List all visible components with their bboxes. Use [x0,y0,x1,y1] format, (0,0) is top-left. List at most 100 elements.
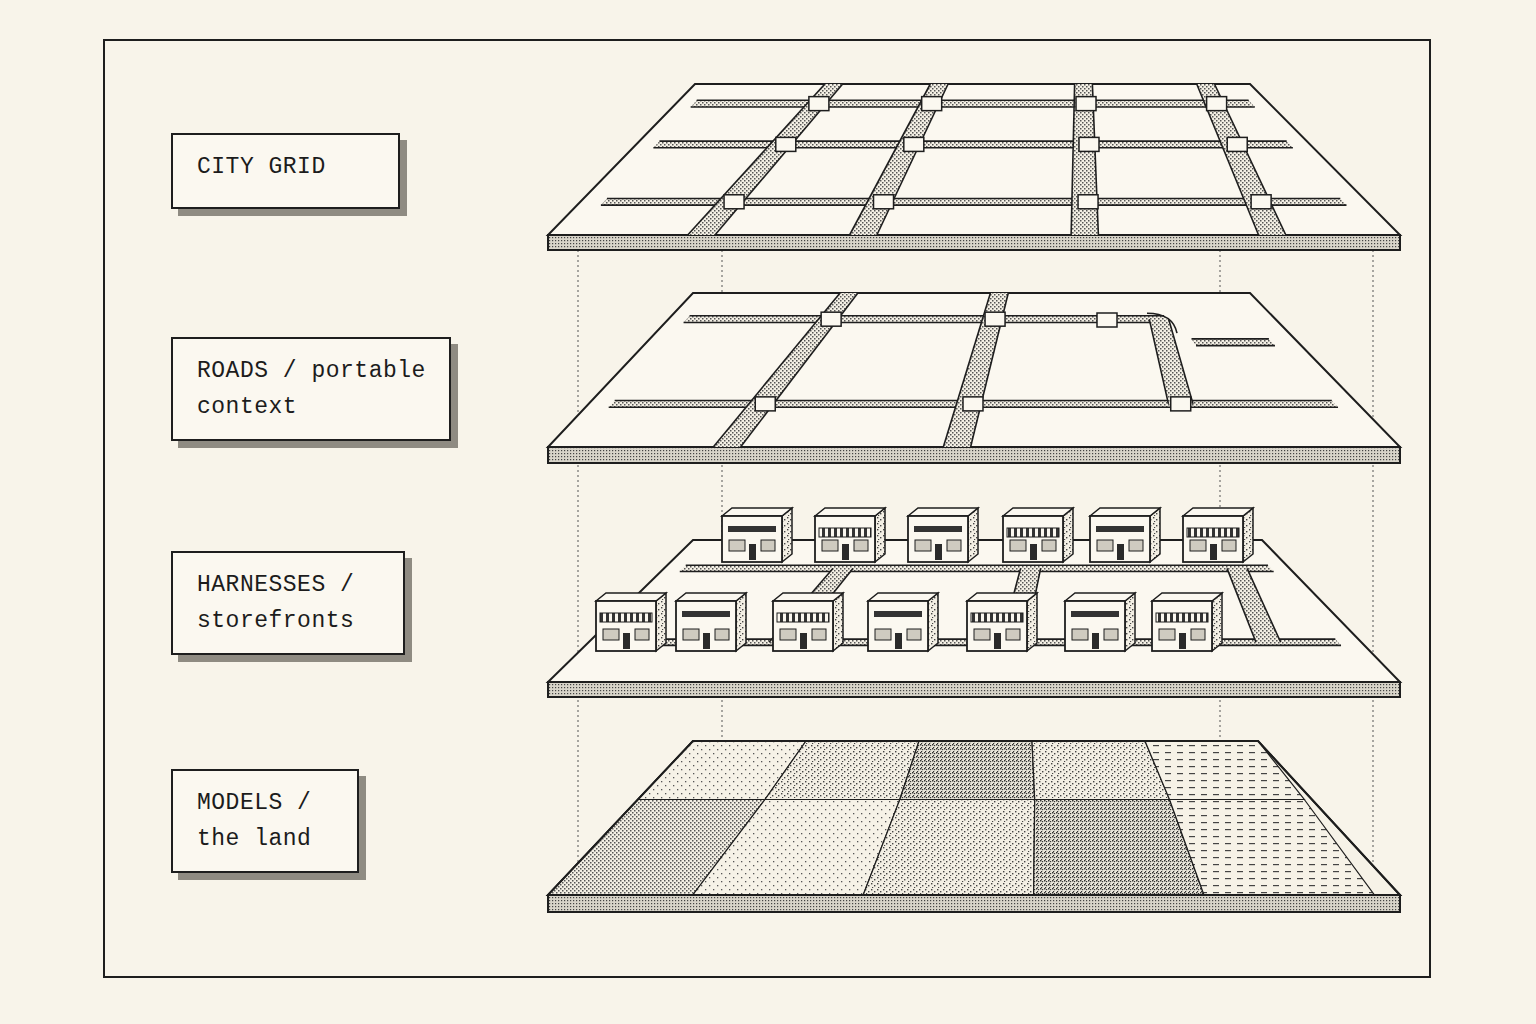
storefront-roof [596,593,666,601]
storefront-front [1090,516,1150,562]
window [1042,540,1056,551]
storefront-front [815,516,875,562]
road-junction [874,195,894,209]
plate-top [548,293,1400,447]
layer-label: MODELS / the land [197,785,339,857]
storefront-front [967,601,1027,651]
road [943,293,1008,447]
road [713,293,858,447]
window [1190,540,1206,551]
door [1092,633,1099,649]
awning [1156,613,1208,622]
road-edge [607,198,1340,200]
storefront-side [833,593,843,651]
storefront-side [1243,508,1253,562]
label-box: ROADS / portable context [171,337,451,441]
road [684,316,1169,323]
layer-label: ROADS / portable context [197,353,431,425]
door [1117,544,1124,560]
road-edge [659,140,1286,142]
storefront [773,593,843,651]
outer-frame [104,40,1430,977]
storefront-roof [1090,508,1160,516]
road [1149,319,1193,404]
label-box: HARNESSES / storefronts [171,551,405,655]
window [715,629,729,640]
layer-label: HARNESSES / storefronts [197,567,385,639]
storefront-roof [676,593,746,601]
road-junction [1078,195,1098,209]
window [974,629,990,640]
storefront [676,593,746,651]
storefront-roof [1003,508,1073,516]
storefront-front [722,516,782,562]
storefront-front [596,601,656,651]
awning [971,613,1023,622]
road [1071,84,1098,235]
window [812,629,826,640]
road-edge [877,84,948,235]
plate-edge [548,682,1400,697]
terrain-cell [765,741,919,800]
storefront [868,593,938,651]
road [691,100,1255,107]
storefront-side [968,508,978,562]
road-junction [1076,97,1096,111]
label-box: MODELS / the land [171,769,359,873]
window [1072,629,1088,640]
terrain-cell [1145,741,1304,800]
window [875,629,891,640]
storefront-side [656,593,666,651]
door [1179,633,1186,649]
guide-line [1373,250,1374,895]
layer-plates [548,84,1400,912]
sign [874,611,922,617]
window [1104,629,1118,640]
storefront-front [773,601,833,651]
storefront [596,593,666,651]
storefront-side [1063,508,1073,562]
storefront-front [1183,516,1243,562]
layer-plate [548,293,1400,463]
layer-plate [548,741,1400,912]
road-edge [653,147,1293,149]
storefront [1152,593,1222,651]
door [842,544,849,560]
road-edge [690,315,1165,317]
road-junction [755,397,775,411]
storefront-roof [1065,593,1135,601]
storefront [967,593,1037,651]
storefront [1003,508,1073,562]
storefront-roof [722,508,792,516]
storefront-front [1003,516,1063,562]
awning [777,613,829,622]
storefront [1183,508,1253,562]
road-junction [904,137,924,151]
window [854,540,868,551]
window [603,629,619,640]
storefront [815,508,885,562]
storefront-front [1065,601,1125,651]
storefront-roof [868,593,938,601]
door [895,633,902,649]
road [653,141,1293,148]
road-junction [1227,137,1247,151]
door [703,633,710,649]
window [1191,629,1205,640]
plate-top [548,741,1400,895]
road [680,565,1274,571]
layer-label: CITY GRID [197,149,380,185]
storefront-front [1152,601,1212,651]
road-junction [821,312,841,326]
road-bend [1147,313,1177,333]
storefront [1065,593,1135,651]
storefront-side [782,508,792,562]
storefront-roof [967,593,1037,601]
plate-top [548,540,1400,682]
road [1197,84,1286,235]
window [915,540,931,551]
road-edge [850,84,931,235]
storefront-roof [815,508,885,516]
window [635,629,649,640]
road-edge [715,84,843,235]
